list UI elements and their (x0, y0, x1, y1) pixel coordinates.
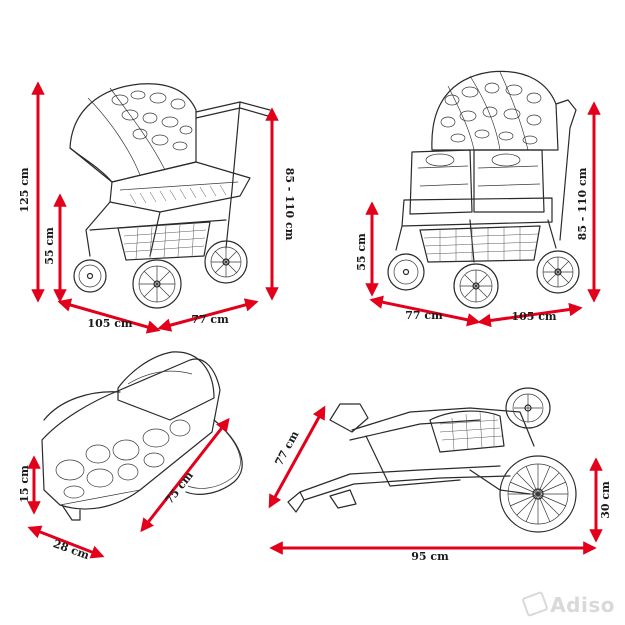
twin-front-wheel (387, 253, 425, 291)
watermark-text: Adiso (550, 593, 615, 617)
canopy-pattern (111, 90, 193, 151)
folded-width-label: 77 cm (272, 428, 301, 468)
single-width-label: 77 cm (191, 313, 229, 326)
watermark: Adiso (521, 590, 615, 618)
folded-frame-drawing (287, 387, 577, 533)
single-length-label: 105 cm (87, 317, 132, 330)
twin-stroller-drawing (387, 70, 580, 309)
folded-small-wheel (505, 387, 551, 429)
carrycot-length-arrow (140, 417, 230, 533)
single-seat-height-label: 55 cm (43, 227, 56, 265)
twin-length-label: 105 cm (511, 310, 556, 323)
twin-width-label: 77 cm (405, 309, 443, 322)
folded-length-label: 95 cm (411, 550, 449, 563)
single-rear-wheel-right (204, 240, 248, 284)
twin-rear-wheel-right (536, 250, 580, 294)
twin-rear-wheel-left (453, 263, 499, 309)
carrycot-height-label: 15 cm (18, 465, 31, 503)
carrycot-drawing (41, 351, 243, 521)
carrycot-width-label: 28 cm (51, 537, 91, 562)
folded-width-arrow (268, 405, 326, 509)
tag-icon (521, 590, 549, 618)
single-width-arrow (157, 298, 259, 332)
carrycot-pattern (55, 419, 191, 499)
single-stroller-drawing (69, 83, 271, 309)
folded-height-label: 30 cm (599, 481, 612, 519)
single-handle-height-label: 85 - 110 cm (283, 168, 296, 241)
carrycot-width-arrow (27, 525, 105, 559)
carrycot-length-label: 75 cm (163, 469, 197, 507)
twin-seat-height-label: 55 cm (355, 233, 368, 271)
twin-length-arrow (477, 302, 583, 328)
single-height-total-label: 125 cm (18, 167, 31, 212)
single-rear-wheel-left (132, 259, 182, 309)
twin-width-arrow (369, 295, 481, 327)
twin-handle-height-label: 85 - 110 cm (576, 167, 589, 240)
single-front-wheel (73, 259, 107, 293)
folded-large-wheel (499, 455, 577, 533)
single-length-arrow (57, 298, 161, 334)
twin-canopy-pattern (440, 82, 542, 145)
dimension-arrows (27, 81, 603, 559)
